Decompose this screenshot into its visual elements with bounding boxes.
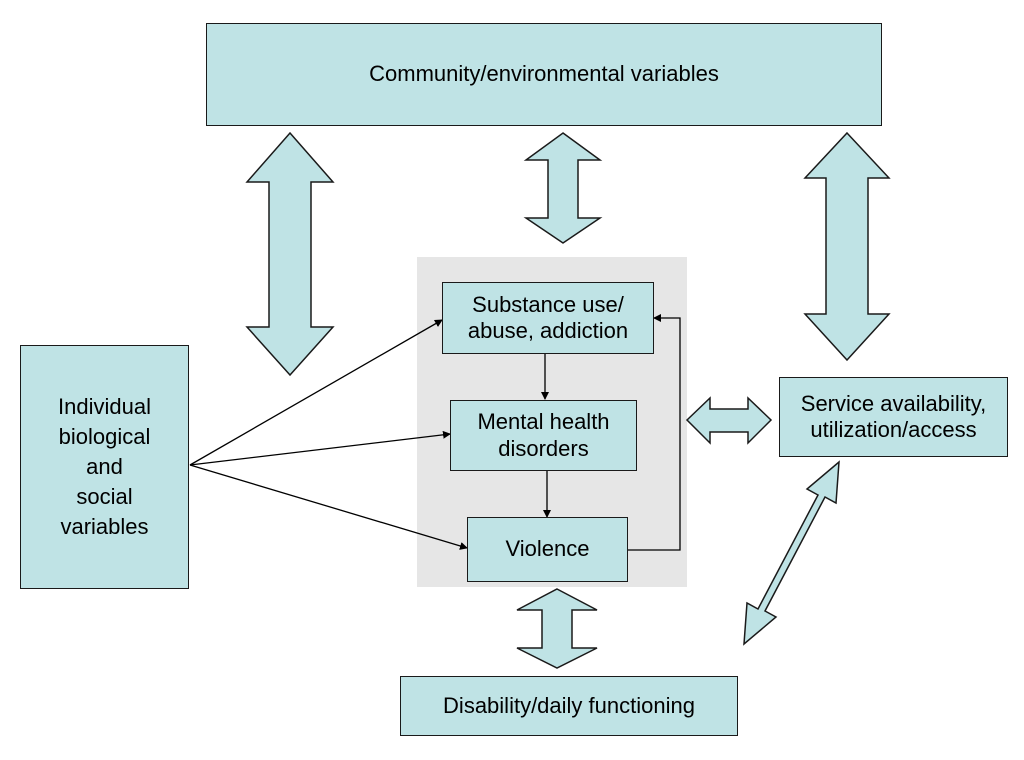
individual-variables-box: Individual biological and social variabl… [20, 345, 189, 589]
community-individual-double-arrow [245, 131, 335, 377]
core-disability-double-arrow [516, 588, 598, 669]
service-label-line-2: utilization/access [810, 417, 977, 442]
individual-label-line-1: Individual [58, 394, 151, 419]
service-availability-box: Service availability, utilization/access [779, 377, 1008, 457]
substance-label-line-1: Substance use/ [472, 291, 624, 317]
service-label-line-1: Service availability, [800, 390, 987, 416]
violence-substance-feedback-arrow [621, 314, 681, 554]
individual-to-violence-arrow [189, 464, 468, 550]
community-core-double-arrow [523, 132, 603, 244]
mental-health-label-line-2: disorders [498, 435, 589, 461]
community-service-double-arrow [803, 131, 891, 362]
individual-to-substance-arrow [189, 319, 443, 466]
individual-label-line-5: variables [60, 514, 149, 539]
individual-to-mental-health-arrow [189, 430, 451, 466]
individual-label-line-2: biological [58, 424, 151, 449]
substance-use-box: Substance use/ abuse, addiction [442, 282, 654, 354]
disability-label: Disability/daily functioning [443, 692, 695, 718]
core-service-double-arrow [685, 396, 773, 445]
mental-health-label-line-1: Mental health [477, 409, 610, 435]
community-variables-label: Community/environmental variables [369, 61, 719, 87]
violence-box: Violence [467, 517, 628, 582]
disability-box: Disability/daily functioning [400, 676, 738, 736]
individual-label-line-4: social [76, 484, 133, 509]
mental-health-box: Mental health disorders [450, 400, 637, 471]
individual-label-line-3: and [86, 454, 123, 479]
violence-label: Violence [505, 536, 590, 562]
service-disability-double-arrow [743, 460, 840, 646]
community-variables-box: Community/environmental variables [206, 23, 882, 126]
substance-label-line-2: abuse, addiction [467, 318, 629, 343]
